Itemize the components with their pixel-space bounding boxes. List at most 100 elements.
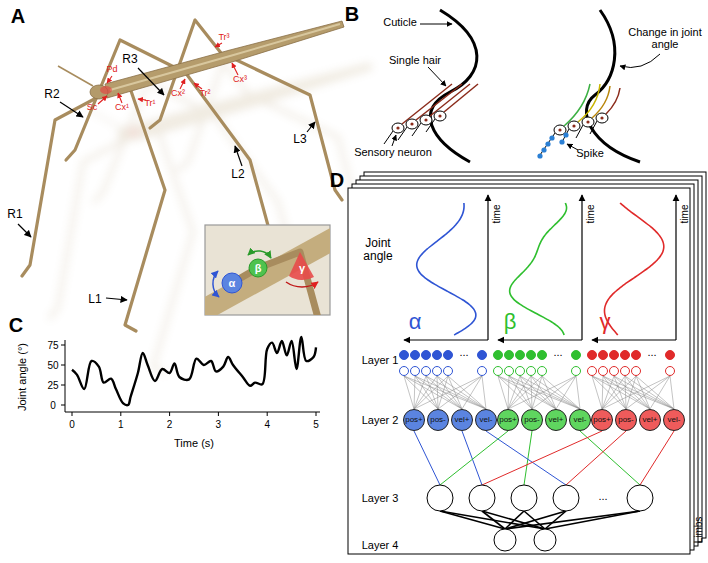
layer-connection (440, 431, 508, 485)
input-neuron (538, 351, 547, 360)
annotation: Joint angle (353, 237, 403, 263)
layer-label: Layer 2 (362, 414, 399, 426)
layer3-neuron (469, 485, 495, 511)
layer-connection (602, 376, 625, 409)
layer-connection (580, 431, 640, 485)
node-text: vel- (574, 416, 587, 424)
layer-connection (625, 376, 674, 409)
tick-label: 4 (264, 419, 270, 430)
leg-pointer (235, 146, 242, 166)
tick-label: 50 (47, 360, 58, 371)
joint-label: Pd (106, 65, 117, 75)
cuticle-bent (554, 113, 608, 135)
joint-pointer (107, 76, 112, 83)
neuron-circle: pos+ (497, 409, 519, 431)
layer-connection (636, 376, 674, 409)
annotation: Cuticle (383, 16, 417, 28)
layer-connection (520, 376, 580, 409)
node-text: vel- (668, 416, 681, 424)
network-layout (400, 195, 677, 551)
panel-letter: D (330, 169, 344, 191)
annotation: Change in joint angle (627, 26, 703, 50)
insect-leg (22, 88, 115, 276)
layer-connection (626, 376, 670, 409)
panel-letter: C (9, 314, 23, 336)
angle-axis (498, 339, 582, 340)
tick-label: 3 (216, 419, 222, 430)
axis-title: time (585, 205, 596, 224)
cuticle-bent (540, 133, 555, 155)
joint-pointer (98, 43, 238, 104)
layer4-neuron (494, 529, 516, 551)
layer-connection (508, 376, 531, 409)
limb-frame (348, 188, 690, 554)
angle-axis (404, 339, 488, 340)
node-text: vel+ (455, 416, 470, 424)
layer-connection (437, 376, 438, 409)
layer-connection (448, 376, 486, 409)
layer1-neuron (516, 367, 525, 376)
leg-label: L1 (88, 293, 101, 306)
angle-label: γ (299, 262, 305, 274)
joint-inset (249, 259, 267, 277)
layer-connection (576, 376, 580, 409)
joint-pointer (180, 79, 185, 89)
layer-connection (566, 431, 626, 485)
input-neuron (588, 351, 597, 360)
cuticle-resting (434, 111, 446, 121)
angle-symbol: γ (600, 310, 611, 334)
layer1-neuron (494, 367, 503, 376)
neuron-circle: vel- (663, 409, 685, 431)
layer-connection (438, 376, 482, 409)
spike-dot (537, 153, 542, 158)
axis-title: Limbs (693, 517, 704, 544)
layer-connection (614, 376, 626, 409)
spike-dot (541, 147, 546, 152)
angle-symbol: α (409, 310, 422, 334)
stick-insect (22, 20, 344, 331)
node-text: vel+ (549, 416, 564, 424)
input-neuron (494, 351, 503, 360)
cuticle-bent (620, 54, 660, 68)
neuron-circle: vel- (475, 409, 497, 431)
cuticle-resting (392, 111, 446, 133)
cuticle-resting (420, 24, 452, 25)
tick-label: 25 (47, 380, 58, 391)
node-text: pos- (430, 416, 446, 424)
layer-connection (437, 376, 486, 409)
node-text: vel+ (643, 416, 658, 424)
cuticle-bent (567, 54, 660, 150)
chart-axis (65, 340, 320, 412)
insect-leg (66, 40, 180, 160)
layer1-neuron (610, 367, 619, 376)
cuticle-bent (568, 121, 580, 131)
cuticle-resting (402, 84, 478, 124)
time-axis (675, 195, 676, 340)
spike-dot (537, 132, 568, 158)
layer-connection (640, 431, 674, 485)
layer-connection (426, 376, 438, 409)
cuticle-bent (600, 116, 603, 119)
joint-inset (200, 225, 335, 318)
layer-connection (592, 376, 650, 409)
layer-connection (545, 511, 640, 529)
input-neuron (400, 351, 409, 360)
joint-angle-curve (417, 203, 476, 335)
joint-label: Tr¹ (144, 99, 155, 109)
joint-highlight (100, 86, 112, 94)
layer-connection (414, 376, 437, 409)
input-neuron (572, 351, 581, 360)
leg-label: L2 (231, 168, 244, 181)
input-neuron (444, 351, 453, 360)
leg-pointer (18, 224, 31, 237)
joint-inset (222, 273, 242, 293)
joint-label: Tr² (199, 89, 210, 99)
layer-connection (602, 376, 670, 409)
insect-leg (125, 88, 165, 331)
layer-connection (603, 376, 674, 409)
ellipsis: ... (647, 346, 656, 358)
cuticle-bent (564, 84, 620, 126)
spike-dot (563, 132, 568, 137)
